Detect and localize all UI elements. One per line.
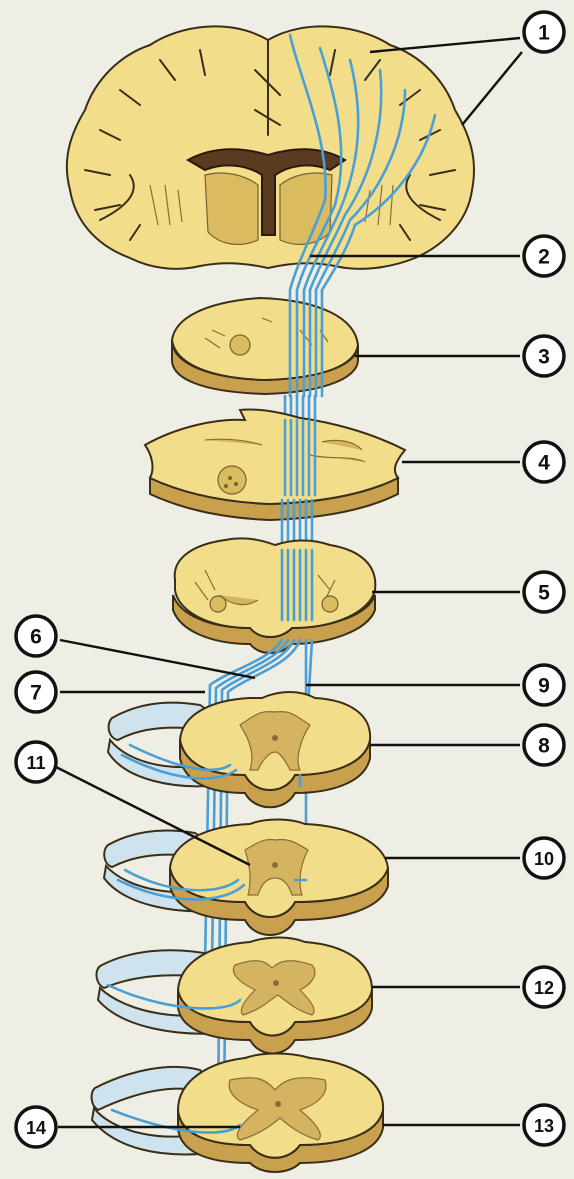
callout-label: 3	[538, 346, 550, 369]
callout-label: 4	[538, 452, 550, 475]
callout-label: 1	[538, 22, 550, 45]
cervical-spinal-segment	[108, 692, 370, 807]
callout-label: 7	[30, 682, 42, 705]
callout-label: 10	[534, 849, 554, 869]
callout-label: 13	[534, 1116, 554, 1136]
callout-8: 8	[524, 725, 564, 765]
callout-label: 12	[534, 978, 554, 998]
brain-coronal-section	[67, 26, 474, 290]
lumbar-spinal-segment	[97, 938, 372, 1054]
callout-7: 7	[16, 672, 56, 712]
medulla-slice	[173, 500, 375, 653]
callout-13: 13	[524, 1105, 564, 1145]
callout-4: 4	[524, 442, 564, 482]
callout-label: 6	[30, 626, 42, 649]
callout-3: 3	[524, 336, 564, 376]
sacral-spinal-segment	[92, 1054, 384, 1173]
pons-slice	[145, 396, 405, 520]
callout-1: 1	[524, 12, 564, 52]
callout-14: 14	[16, 1107, 56, 1147]
callout-6: 6	[16, 616, 56, 656]
callout-10: 10	[524, 838, 564, 878]
thoracic-spinal-segment	[104, 820, 388, 936]
midbrain-slice	[172, 290, 358, 396]
callout-label: 9	[538, 675, 550, 698]
callout-label: 11	[26, 753, 45, 773]
callout-label: 14	[26, 1118, 46, 1138]
callout-label: 8	[538, 735, 550, 758]
callout-12: 12	[524, 967, 564, 1007]
callout-5: 5	[524, 572, 564, 612]
callout-2: 2	[524, 236, 564, 276]
callout-label: 2	[538, 246, 550, 269]
callout-label: 5	[538, 582, 550, 605]
callout-11: 11	[16, 742, 56, 782]
callout-9: 9	[524, 665, 564, 705]
